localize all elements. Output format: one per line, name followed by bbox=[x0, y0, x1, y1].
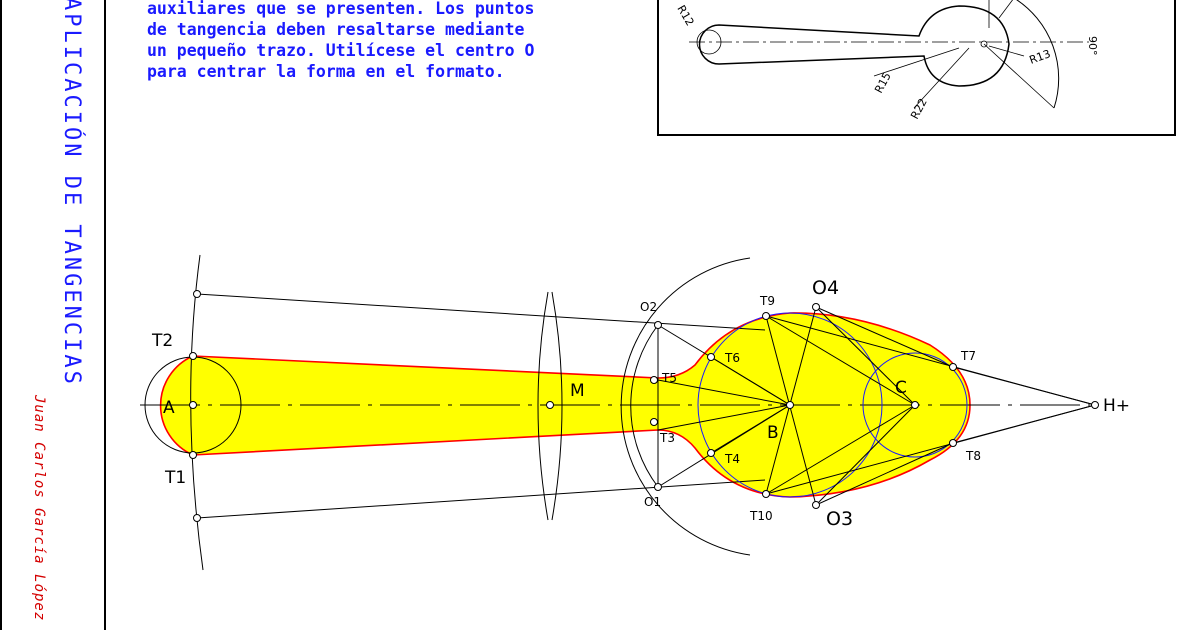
inset-center-point bbox=[980, 40, 988, 48]
mediatrix-arc-right bbox=[551, 291, 563, 521]
label-t3: T3 bbox=[659, 431, 675, 445]
label-o2: O2 bbox=[640, 300, 657, 314]
instruction-line: auxiliares que se presenten. Los puntos bbox=[147, 0, 535, 18]
instruction-line: un pequeño trazo. Utilícese el centro O bbox=[147, 41, 535, 60]
label-a: A bbox=[163, 398, 175, 418]
construction-arc-o1-o2 bbox=[630, 324, 659, 488]
inset-radius-line bbox=[998, 0, 1013, 19]
circle-b bbox=[697, 312, 883, 498]
inset-radius-line bbox=[913, 47, 970, 109]
reference-drawing-svg: R12 R13 R15 R22 90° bbox=[674, 0, 1099, 121]
inset-radius-line bbox=[988, 45, 1025, 57]
label-h: H+ bbox=[1103, 396, 1130, 416]
construction-lines bbox=[657, 306, 1096, 506]
instruction-line: para centrar la forma en el formato. bbox=[147, 62, 505, 81]
label-t10: T10 bbox=[749, 509, 773, 523]
inset-label-angle: 90° bbox=[1086, 36, 1099, 56]
label-b: B bbox=[767, 423, 779, 443]
inset-spoon-outline bbox=[698, 5, 1010, 87]
point-markers bbox=[189, 290, 1099, 522]
label-c: C bbox=[895, 378, 907, 398]
label-t9: T9 bbox=[759, 294, 775, 308]
label-o1: O1 bbox=[644, 495, 661, 509]
label-m: M bbox=[570, 381, 585, 401]
frame-title-divider bbox=[104, 0, 106, 630]
label-t6: T6 bbox=[724, 351, 740, 365]
frame-left-border bbox=[0, 0, 2, 630]
point-labels: T2 A T1 M B C H+ O4 O3 bbox=[151, 277, 1130, 530]
label-t4: T4 bbox=[724, 452, 740, 466]
label-o3: O3 bbox=[826, 508, 853, 530]
label-t8: T8 bbox=[965, 449, 981, 463]
instruction-line: de tangencia deben resaltarse mediante bbox=[147, 20, 525, 39]
tangent-line-top bbox=[196, 293, 766, 331]
circle-c bbox=[862, 352, 968, 458]
inset-dimension-line bbox=[983, 43, 1055, 109]
tangent-line-bottom bbox=[196, 479, 766, 519]
label-t7: T7 bbox=[960, 349, 976, 363]
label-t5: T5 bbox=[661, 371, 677, 385]
inset-radius-line bbox=[873, 47, 960, 77]
construction-arc-large bbox=[620, 257, 751, 556]
label-o4: O4 bbox=[812, 277, 839, 299]
tangent-point-labels: O2 O1 T5 T3 T6 T4 T9 T10 T7 T8 bbox=[640, 294, 981, 523]
instructions-block: auxiliares que se presenten. Los puntos … bbox=[147, 0, 534, 82]
reference-drawing-inset: R12 R13 R15 R22 90° bbox=[657, 0, 1176, 136]
mediatrix-arc-left bbox=[537, 291, 549, 521]
label-t1: T1 bbox=[164, 468, 186, 488]
label-t2: T2 bbox=[151, 331, 173, 351]
inset-angle-arc bbox=[1016, 0, 1060, 109]
